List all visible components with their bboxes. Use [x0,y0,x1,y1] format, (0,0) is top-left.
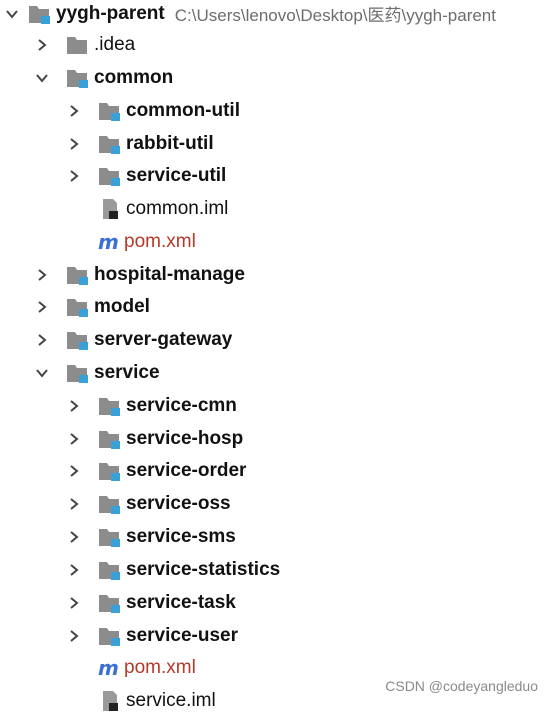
folder-icon [66,34,90,56]
tree-item-label: common.iml [126,197,229,219]
maven-icon: m [98,655,119,680]
tree-row-rabbit-util[interactable]: rabbit-util [66,127,214,160]
chevron-right-icon[interactable] [66,431,82,447]
tree-item-label: service-order [126,459,247,481]
module-folder-icon [98,460,122,482]
tree-row-service-statistics[interactable]: service-statistics [66,553,280,586]
chevron-right-icon[interactable] [66,595,82,611]
module-folder-icon [98,165,122,187]
tree-item-label: common [94,66,174,88]
tree-row-service-hosp[interactable]: service-hosp [66,422,243,455]
tree-item-label: service-oss [126,492,231,514]
watermark-text: CSDN @codeyangleduo [385,678,538,694]
tree-row-service-user[interactable]: service-user [66,619,238,652]
tree-item-label: service-statistics [126,558,281,580]
module-folder-icon [98,526,122,548]
tree-row-hospital-manage[interactable]: hospital-manage [34,258,245,291]
tree-item-label: service-hosp [126,427,244,449]
tree-item-label: model [94,295,150,317]
tree-row-service-cmn[interactable]: service-cmn [66,389,237,422]
chevron-right-icon[interactable] [66,562,82,578]
iml-file-icon [98,198,122,220]
chevron-right-icon[interactable] [34,37,50,53]
chevron-right-icon[interactable] [66,103,82,119]
tree-item-label: rabbit-util [126,132,214,154]
tree-row-common[interactable]: common [34,61,173,94]
tree-row-service-iml[interactable]: service.iml [66,684,216,717]
tree-item-label: service.iml [126,689,216,711]
tree-row-service-task[interactable]: service-task [66,586,236,619]
tree-row-service-order[interactable]: service-order [66,454,246,487]
chevron-right-icon[interactable] [34,332,50,348]
tree-item-label: pom.xml [124,230,196,252]
tree-row-service[interactable]: service [34,356,160,389]
tree-item-label: server-gateway [94,328,233,350]
iml-file-icon [98,690,122,712]
tree-item-label: hospital-manage [94,263,245,285]
tree-row-service-util[interactable]: service-util [66,159,226,192]
tree-item-label: service-user [126,624,238,646]
chevron-right-icon[interactable] [66,136,82,152]
chevron-right-icon[interactable] [34,267,50,283]
module-folder-icon [98,428,122,450]
tree-item-label: service-util [126,164,227,186]
chevron-right-icon[interactable] [66,529,82,545]
chevron-right-icon[interactable] [66,496,82,512]
tree-row-model[interactable]: model [34,290,150,323]
tree-row-idea[interactable]: .idea [34,28,135,61]
chevron-down-icon[interactable] [34,365,50,381]
module-folder-icon [98,559,122,581]
tree-row-server-gateway[interactable]: server-gateway [34,323,232,356]
module-folder-icon [28,3,52,25]
chevron-right-icon[interactable] [66,463,82,479]
module-folder-icon [98,133,122,155]
project-name: yygh-parent [56,2,165,24]
module-folder-icon [98,493,122,515]
tree-item-label: common-util [126,99,240,121]
tree-row-service-pom-xml[interactable]: m pom.xml [66,651,196,684]
chevron-right-icon[interactable] [66,398,82,414]
tree-item-label: .idea [94,33,136,55]
tree-row-common-iml[interactable]: common.iml [66,192,228,225]
project-path: C:\Users\lenovo\Desktop\医药\yygh-parent [174,6,496,25]
module-folder-icon [98,395,122,417]
tree-item-label: service-cmn [126,394,237,416]
chevron-down-icon[interactable] [34,70,50,86]
chevron-right-icon[interactable] [66,168,82,184]
module-folder-icon [98,592,122,614]
tree-row-root[interactable]: yygh-parent C:\Users\lenovo\Desktop\医药\y… [4,0,496,30]
module-folder-icon [66,362,90,384]
chevron-down-icon[interactable] [4,6,20,22]
module-folder-icon [98,625,122,647]
maven-icon: m [98,229,119,254]
module-folder-icon [66,264,90,286]
module-folder-icon [66,67,90,89]
module-folder-icon [66,329,90,351]
module-folder-icon [66,296,90,318]
tree-row-service-oss[interactable]: service-oss [66,487,231,520]
tree-item-label: pom.xml [124,656,196,678]
tree-row-service-sms[interactable]: service-sms [66,520,236,553]
tree-row-common-util[interactable]: common-util [66,94,240,127]
tree-item-label: service-sms [126,525,236,547]
tree-item-label: service-task [126,591,236,613]
chevron-right-icon[interactable] [66,628,82,644]
tree-row-pom-xml[interactable]: m pom.xml [66,225,196,258]
chevron-right-icon[interactable] [34,299,50,315]
tree-item-label: service [94,361,160,383]
module-folder-icon [98,100,122,122]
